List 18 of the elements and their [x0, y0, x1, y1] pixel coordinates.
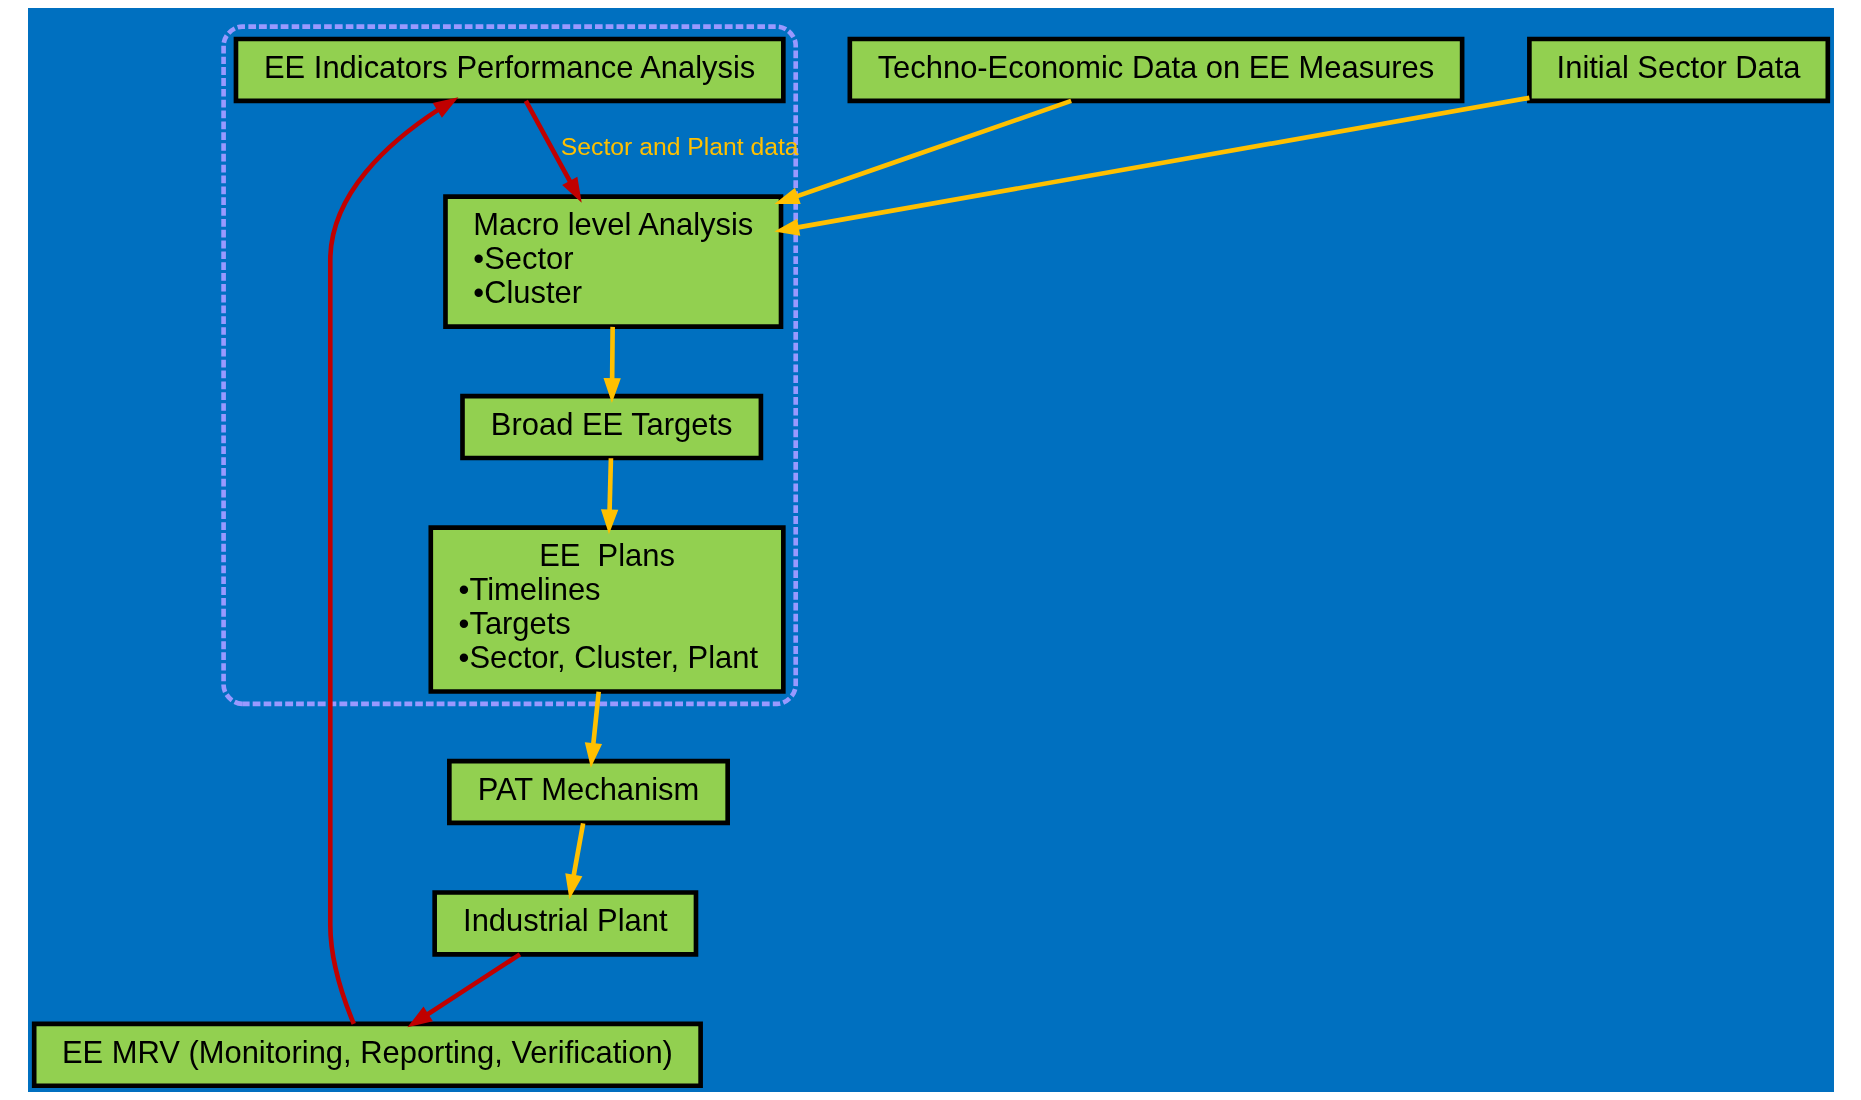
arrow — [602, 326, 621, 403]
arrow — [406, 952, 521, 1028]
arrow — [773, 95, 1530, 236]
node-box: EE Plans •Timelines •Targets •Sector, Cluster, Plant — [427, 525, 786, 694]
node-box: EE MRV (Monitoring, Reporting, Verification) — [31, 1021, 703, 1089]
arrow — [600, 458, 618, 535]
node-box: PAT Mechanism — [446, 758, 730, 826]
arrow — [327, 97, 458, 1025]
node-box: Broad EE Targets — [459, 393, 763, 461]
arrow — [564, 822, 585, 900]
node-box: Macro level Analysis •Sector •Cluster — [442, 194, 783, 329]
node-box: EE Indicators Performance Analysis — [233, 36, 786, 104]
node-box: Industrial Plant — [431, 890, 698, 957]
node-box: Techno-Economic Data on EE Measures — [847, 36, 1464, 104]
node-box: Initial Sector Data — [1526, 36, 1830, 104]
edge-label: Sector and Plant data — [560, 132, 799, 160]
arrow — [773, 98, 1072, 205]
arrow — [523, 99, 582, 203]
